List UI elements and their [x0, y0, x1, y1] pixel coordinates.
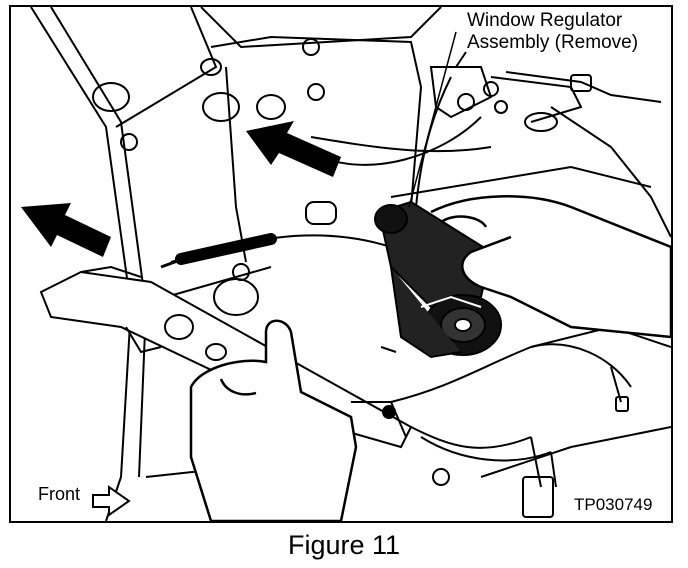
- front-label: Front: [38, 484, 81, 504]
- figure-caption: Figure 11: [287, 530, 401, 560]
- cable-handle: [160, 233, 277, 269]
- callout-line-1: Window Regulator: [467, 10, 623, 31]
- callout-line-2: Assembly (Remove): [467, 32, 639, 53]
- callout-leader-line: [408, 31, 457, 208]
- figure-code: TP030749: [574, 495, 653, 514]
- removal-arrow-left-icon: [21, 203, 111, 257]
- hollow-right-arrow-icon: [92, 485, 131, 517]
- illustration-frame: Window Regulator Assembly (Remove) Front…: [9, 5, 673, 523]
- hands: [189, 195, 671, 521]
- removal-arrow-upper-icon: [246, 121, 341, 177]
- cables: [170, 76, 632, 518]
- component-callout: Window Regulator Assembly (Remove): [467, 10, 638, 54]
- removal-arrows: [21, 121, 341, 257]
- upper-bracket: [429, 51, 662, 132]
- regulator-motor: [374, 200, 502, 359]
- door-illustration: [21, 7, 671, 521]
- panel-holes: [92, 38, 629, 486]
